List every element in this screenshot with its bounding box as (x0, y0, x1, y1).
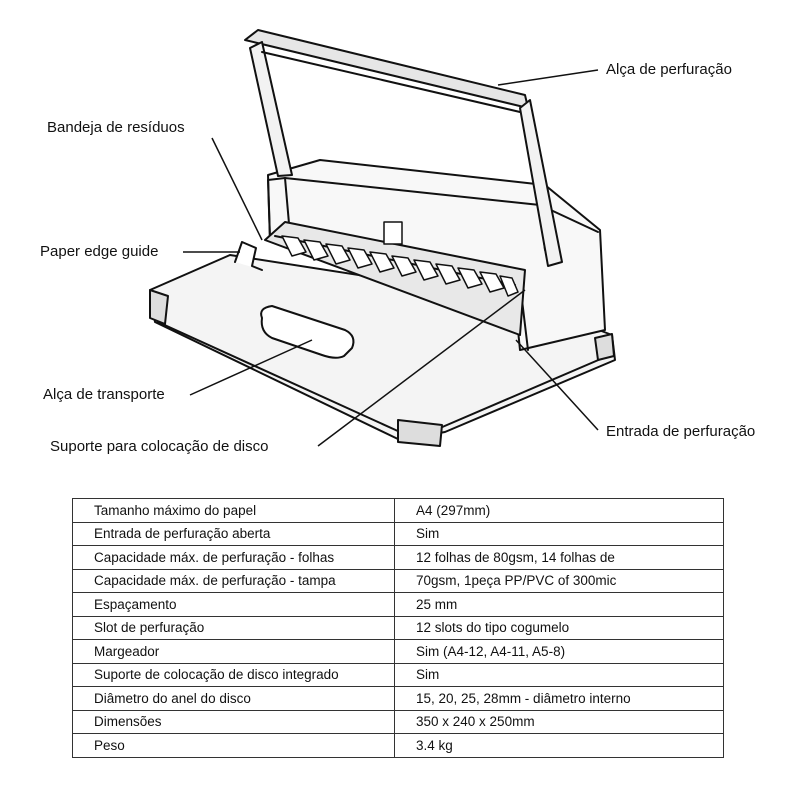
spec-name-cell: Entrada de perfuração aberta (72, 521, 395, 546)
spec-value-cell: 3.4 kg (394, 733, 724, 758)
spec-name-cell: Suporte de colocação de disco integrado (72, 662, 395, 687)
spec-name-cell: Slot de perfuração (72, 615, 395, 640)
spec-name-cell: Capacidade máx. de perfuração - tampa (72, 568, 395, 593)
spec-name-cell: Margeador (72, 639, 395, 664)
spec-name-cell: Peso (72, 733, 395, 758)
spec-value-cell: Sim (A4-12, A4-11, A5-8) (394, 639, 724, 664)
spec-value-cell: 15, 20, 25, 28mm - diâmetro interno (394, 686, 724, 711)
label-disc-support: Suporte para colocação de disco (50, 438, 269, 455)
spec-name-cell: Espaçamento (72, 592, 395, 617)
punch-handle-arm (244, 29, 563, 267)
spec-value-cell: Sim (394, 662, 724, 687)
spec-value-cell: 350 x 240 x 250mm (394, 709, 724, 734)
label-carry-handle: Alça de transporte (43, 386, 165, 403)
spec-value-cell: 25 mm (394, 592, 724, 617)
spec-value-cell: Sim (394, 521, 724, 546)
spec-name-cell: Dimensões (72, 709, 395, 734)
leader-carry-handle (189, 339, 313, 396)
spec-value-cell: 12 slots do tipo cogumelo (394, 615, 724, 640)
paper-edge-guide-part (234, 241, 263, 271)
spec-name-cell: Capacidade máx. de perfuração - folhas (72, 545, 395, 570)
label-waste-tray: Bandeja de resíduos (47, 119, 185, 136)
binding-machine-diagram (149, 29, 616, 447)
spec-name-cell: Diâmetro do anel do disco (72, 686, 395, 711)
leader-punch-handle (497, 69, 599, 86)
leader-disc-support (317, 289, 526, 447)
spec-value-cell: 70gsm, 1peça PP/PVC of 300mic (394, 568, 724, 593)
punch-teeth (264, 221, 526, 336)
carry-handle-slot (260, 305, 355, 359)
label-punch-entry: Entrada de perfuração (606, 423, 756, 440)
leader-waste-tray (211, 137, 263, 241)
spec-value-cell: 12 folhas de 80gsm, 14 folhas de (394, 545, 724, 570)
leader-punch-entry (515, 339, 599, 431)
spec-name-cell: Tamanho máximo do papel (72, 498, 395, 523)
spec-value-cell: A4 (297mm) (394, 498, 724, 523)
label-punch-handle: Alça de perfuração (606, 61, 732, 78)
label-paper-edge-guide: Paper edge guide (40, 243, 159, 260)
